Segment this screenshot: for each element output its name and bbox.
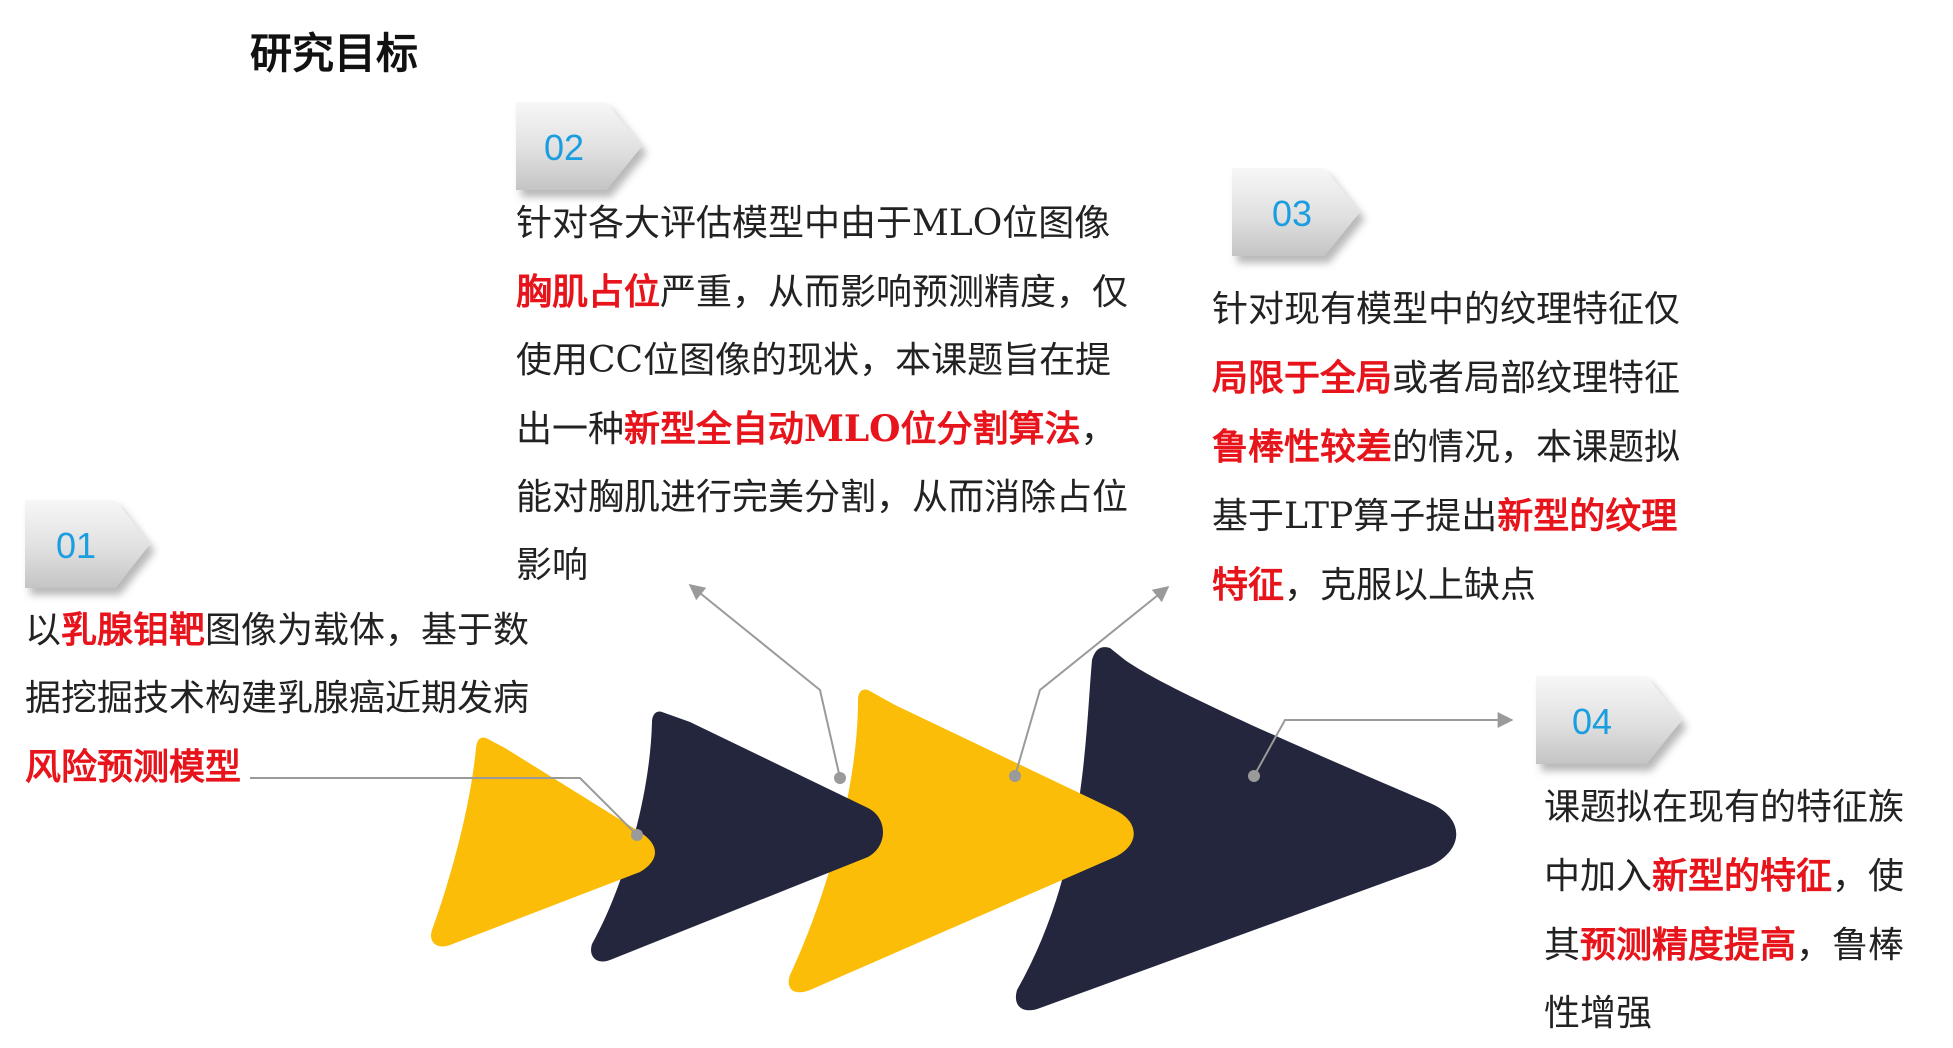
goal-text-highlight: 局限于全局: [1212, 357, 1393, 399]
goal-text-segment: 针对各大评估模型中由于MLO位图像: [516, 203, 1111, 244]
goal-number: 01: [56, 525, 96, 566]
goal-text-segment: ，克服以上缺点: [1284, 565, 1537, 606]
connector-dot-03: [1009, 770, 1021, 782]
goal-tag-03: 03: [1232, 168, 1360, 256]
arrow-yellow-first: [431, 737, 655, 947]
goal-text-04: 课题拟在现有的特征族中加入新型的特征，使其预测精度提高，鲁棒性增强: [1544, 774, 1934, 1048]
goal-text-highlight: 新型全自动MLO位分割算法: [624, 408, 1081, 450]
connector-dot-04: [1248, 770, 1260, 782]
connector-03: [1014, 585, 1170, 777]
goal-tag-02: 02: [516, 102, 642, 190]
goal-text-segment: ，能对胸肌进行完美分割，从而消除占位影响: [516, 409, 1129, 586]
goal-text-segment: ，使其: [1544, 856, 1905, 966]
goal-text-highlight: 新型的纹理特征: [1212, 495, 1678, 606]
page-title: 研究目标: [250, 29, 419, 78]
goal-text-highlight: 鲁棒性较差: [1212, 426, 1393, 468]
goal-text-segment: ，鲁棒性增强: [1544, 925, 1905, 1034]
goal-text-02: 针对各大评估模型中由于MLO位图像胸肌占位严重，从而影响预测精度，仅使用CC位图…: [516, 190, 1132, 600]
goal-text-highlight: 风险预测模型: [25, 746, 242, 788]
connector-dot-01: [631, 829, 643, 841]
tag-shape: [25, 500, 150, 588]
connector-02: [688, 583, 841, 779]
goal-text-highlight: 预测精度提高: [1580, 924, 1797, 966]
tag-shape: [1536, 676, 1682, 764]
goal-text-segment: 严重，从而影响预测精度，仅使用CC位图像的现状，本课题旨在提出一种: [516, 272, 1129, 450]
arrow-yellow-second: [788, 689, 1134, 993]
tag-shape: [516, 102, 642, 190]
goal-tag-01: 01: [25, 500, 150, 588]
goal-number: 02: [544, 127, 584, 168]
arrow-navy-small: [591, 711, 883, 962]
goal-text-segment: 的情况，本课题拟基于LTP算子提出: [1212, 427, 1681, 537]
connector-01: [250, 777, 638, 836]
goal-text-03: 针对现有模型中的纹理特征仅局限于全局或者局部纹理特征鲁棒性较差的情况，本课题拟基…: [1212, 276, 1702, 620]
goal-text-segment: 针对现有模型中的纹理特征仅: [1212, 289, 1681, 330]
arrow-navy-large: [1015, 647, 1457, 1011]
goal-text-highlight: 乳腺钼靶: [61, 609, 206, 651]
goal-text-segment: 或者局部纹理特征: [1392, 358, 1681, 399]
goal-text-segment: 以: [25, 610, 62, 651]
goal-text-segment: 图像为载体，基于数据挖掘技术构建乳腺癌近期发病: [25, 610, 530, 719]
connector-dot-02: [834, 772, 846, 784]
goal-number: 04: [1572, 701, 1612, 742]
goal-tag-04: 04: [1536, 676, 1682, 764]
goal-text-highlight: 新型的特征: [1652, 855, 1833, 897]
tag-shape: [1232, 168, 1360, 256]
goal-text-01: 以乳腺钼靶图像为载体，基于数据挖掘技术构建乳腺癌近期发病风险预测模型: [25, 596, 565, 802]
goal-text-highlight: 胸肌占位: [516, 271, 661, 313]
goal-text-segment: 课题拟在现有的特征族中加入: [1544, 787, 1905, 897]
connector-04: [1253, 712, 1514, 777]
goal-number: 03: [1272, 193, 1312, 234]
